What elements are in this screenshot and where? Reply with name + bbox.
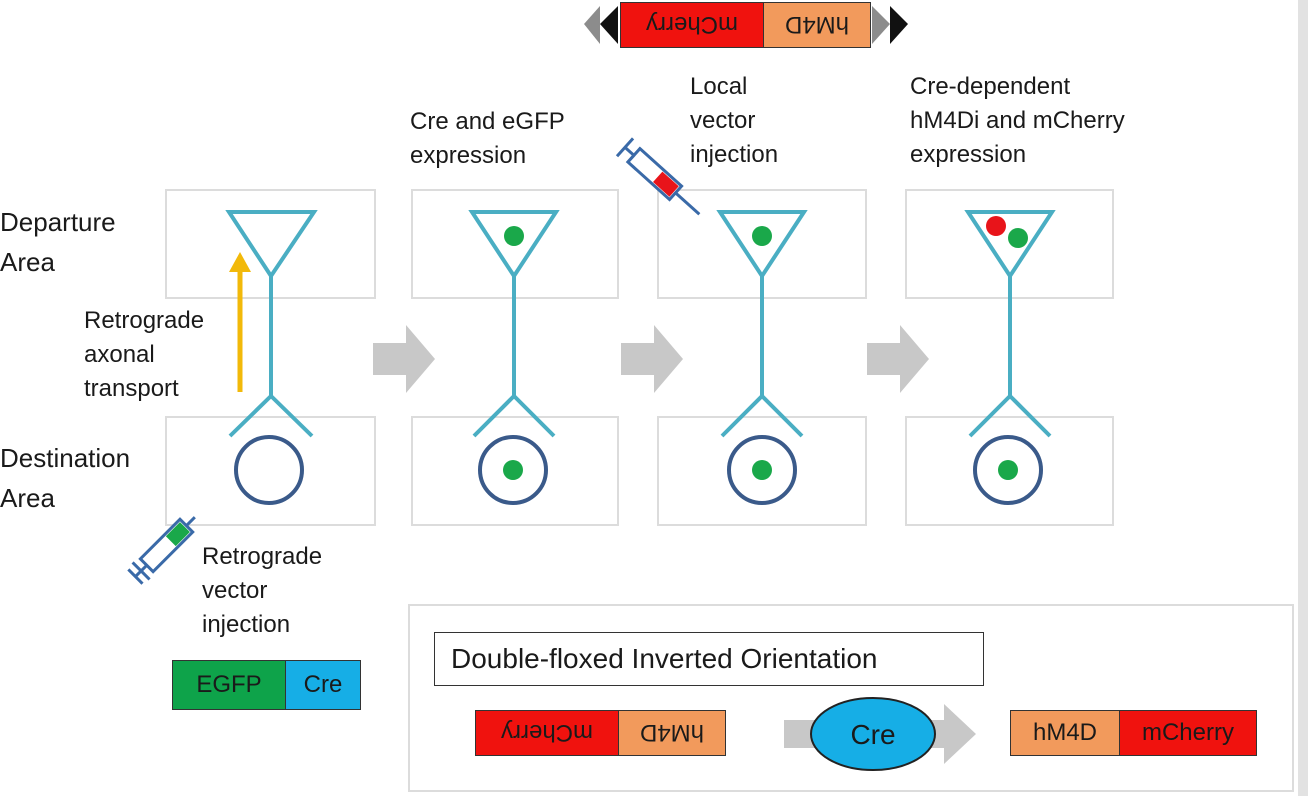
- destination-box-3: [657, 416, 867, 526]
- top-construct-mcherry-label: mCherry: [645, 11, 738, 38]
- arrow-right-icon: [373, 325, 435, 393]
- egfp-dot-departure-4: [1008, 228, 1028, 248]
- arrow-up-icon: [229, 252, 251, 392]
- dio-after-hm4d-label: hM4D: [1032, 719, 1098, 746]
- soma-ring-3: [727, 435, 797, 505]
- dio-before-hm4d-segment: hM4D: [618, 710, 726, 756]
- loxp-triangle-icon: [584, 6, 908, 44]
- destination-box-1: [165, 416, 376, 526]
- egfp-segment-label: EGFP: [196, 671, 262, 698]
- top-construct-hm4d-segment: hM4D: [763, 2, 871, 48]
- egfp-dot-destination-2: [503, 460, 523, 480]
- departure-area-label: Departure Area: [0, 207, 116, 277]
- soma-ring-4: [973, 435, 1043, 505]
- dio-title: Double-floxed Inverted Orientation: [434, 632, 984, 686]
- egfp-dot-destination-4: [998, 460, 1018, 480]
- egfp-dot-destination-3: [752, 460, 772, 480]
- top-construct-hm4d-label: hM4D: [784, 11, 850, 38]
- egfp-segment: EGFP: [172, 660, 286, 710]
- syringe-icon: [127, 516, 196, 585]
- arrow-right-icon: [621, 325, 683, 393]
- cre-enzyme-label: Cre: [850, 719, 895, 750]
- neuron-1: [225, 210, 318, 438]
- egfp-dot-departure-3: [752, 226, 772, 246]
- cre-enzyme-ellipse: [810, 697, 936, 771]
- arrow-right-icon: [867, 325, 929, 393]
- dio-after-hm4d-segment: hM4D: [1010, 710, 1120, 756]
- cre-segment-label: Cre: [303, 671, 343, 698]
- destination-area-label: Destination Area: [0, 443, 131, 513]
- mcherry-dot-departure-4: [986, 216, 1006, 236]
- destination-box-2: [411, 416, 619, 526]
- retrograde-vector-injection-label: Retrograde vector injection: [202, 543, 323, 638]
- syringe-icon: [615, 137, 701, 216]
- egfp-dot-departure-2: [504, 226, 524, 246]
- top-construct-mcherry-segment: mCherry: [620, 2, 764, 48]
- neuron-4: [964, 210, 1056, 438]
- destination-box-4: [905, 416, 1114, 526]
- soma-ring-2: [478, 435, 548, 505]
- retrograde-transport-label: Retrograde axonal transport: [84, 307, 205, 402]
- soma-ring-1: [234, 435, 304, 505]
- right-edge-strip: [1298, 0, 1308, 796]
- dio-after-mcherry-segment: mCherry: [1119, 710, 1257, 756]
- cre-egfp-expression-label: Cre and eGFP expression: [410, 108, 565, 169]
- cre-segment: Cre: [285, 660, 361, 710]
- cre-dependent-expression-label: Cre-dependent hM4Di and mCherry expressi…: [910, 73, 1125, 168]
- dio-before-hm4d-label: hM4D: [639, 719, 705, 746]
- dio-after-mcherry-label: mCherry: [1141, 719, 1234, 746]
- local-vector-injection-label: Local vector injection: [690, 73, 779, 168]
- dio-before-mcherry-segment: mCherry: [475, 710, 619, 756]
- dio-before-mcherry-label: mCherry: [500, 719, 593, 746]
- cre-recombination-svg: Cre: [784, 697, 976, 771]
